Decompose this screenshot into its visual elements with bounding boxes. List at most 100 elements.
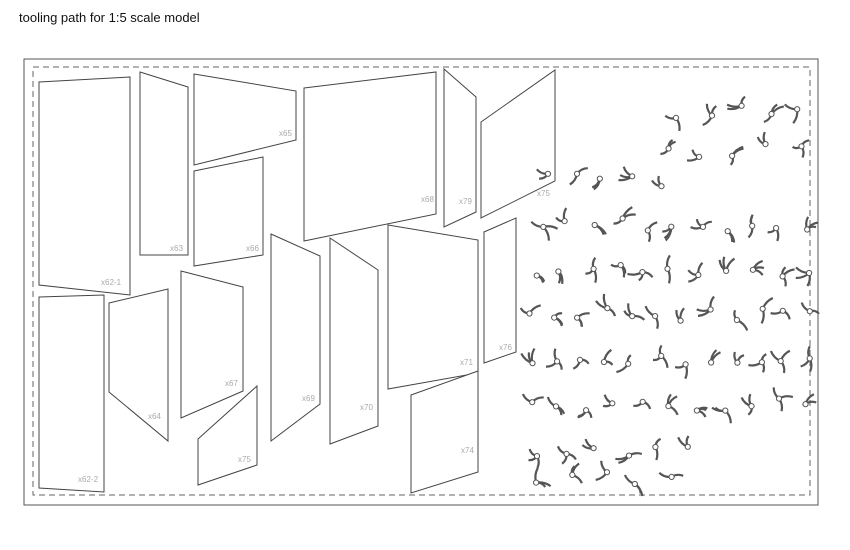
connector-hub — [604, 305, 611, 312]
connector-hub — [806, 308, 813, 315]
connector-node — [708, 349, 721, 366]
piece-p13[interactable]: x75 — [480, 69, 556, 219]
connector-hub — [658, 352, 665, 359]
piece-p4[interactable]: x65 — [193, 73, 297, 166]
connector-node — [763, 103, 785, 123]
connector-node — [545, 348, 563, 370]
connector-hub — [723, 267, 730, 274]
piece-p8[interactable]: x75 — [197, 384, 258, 486]
piece-p7[interactable]: x67 — [180, 270, 244, 419]
connector-node — [756, 131, 769, 148]
connector-hub — [708, 359, 715, 366]
connector-hub — [569, 471, 576, 478]
connector-node — [800, 302, 820, 315]
connector-hub — [749, 222, 756, 229]
connector-hub — [733, 316, 741, 324]
connector-node — [528, 448, 541, 469]
connector-hub — [629, 173, 636, 180]
piece-label: x65 — [279, 129, 292, 138]
piece-p5[interactable]: x66 — [193, 156, 264, 267]
page-title: tooling path for 1:5 scale model — [19, 10, 200, 25]
connector-node — [627, 269, 654, 282]
connector-hub — [665, 145, 672, 152]
piece-p15[interactable]: x76 — [483, 217, 517, 364]
connector-hub — [664, 265, 671, 272]
piece-label: x79 — [459, 197, 472, 206]
connector-node — [674, 361, 689, 380]
connector-hub — [526, 310, 533, 317]
connector-hub — [708, 112, 716, 119]
connector-node — [595, 460, 611, 481]
connector-node — [729, 145, 744, 166]
connector-hub — [724, 228, 731, 235]
connector-node — [602, 394, 616, 408]
connector-hub — [600, 358, 608, 366]
connector-hub — [738, 102, 745, 109]
piece-p10[interactable]: x69 — [270, 233, 321, 443]
connector-hub — [806, 269, 813, 277]
connector-hub — [554, 358, 561, 365]
connector-hub — [758, 359, 766, 366]
piece-p1[interactable]: x62-1 — [38, 76, 131, 296]
connector-node — [633, 398, 652, 410]
connector-node — [767, 225, 780, 242]
connector-node — [783, 103, 801, 124]
connector-hub — [574, 314, 581, 321]
piece-label: x70 — [360, 403, 373, 412]
piece-p12[interactable]: x79 — [443, 67, 477, 228]
piece-p11[interactable]: x70 — [329, 237, 379, 445]
connector-node — [759, 297, 774, 324]
piece-p2[interactable]: x62-2 — [38, 294, 105, 493]
connector-hub — [806, 355, 813, 362]
piece-p6[interactable]: x64 — [108, 288, 169, 443]
connector-node — [595, 293, 617, 317]
connector-node — [652, 437, 662, 461]
connector-node — [770, 307, 791, 320]
piece-label: x64 — [148, 412, 161, 421]
connector-node — [615, 452, 643, 464]
connector-node — [726, 95, 746, 111]
connector-hub — [625, 360, 632, 367]
connector-hub — [573, 170, 581, 177]
connector-hub — [768, 110, 775, 118]
piece-label: x68 — [421, 195, 434, 204]
piece-p16[interactable]: x74 — [410, 370, 479, 494]
piece-p14[interactable]: x71 — [387, 224, 479, 390]
connector-hub — [552, 403, 560, 410]
connector-hub — [779, 307, 786, 314]
piece-p9[interactable]: x68 — [303, 71, 437, 242]
connector-hub — [644, 227, 651, 234]
connector-node — [662, 223, 675, 242]
connector-node — [591, 175, 603, 191]
connector-hub — [677, 317, 684, 324]
connector-hub — [665, 403, 672, 410]
connector-hub — [555, 268, 562, 275]
connector-hub — [748, 403, 755, 410]
connector-hub — [652, 313, 659, 320]
piece-label: x75 — [537, 189, 550, 198]
connector-hub — [529, 360, 536, 367]
connector-node — [519, 304, 541, 317]
connector-hub — [540, 223, 547, 230]
connector-hub — [762, 141, 769, 148]
connector-node — [577, 407, 593, 419]
connector-node — [530, 220, 559, 241]
piece-label: x71 — [460, 358, 473, 367]
connector-node — [772, 387, 794, 412]
connector-node — [610, 262, 627, 278]
connector-node — [644, 305, 659, 329]
connector-hub — [775, 395, 783, 402]
connector-node — [740, 393, 755, 416]
piece-p3[interactable]: x63 — [139, 71, 189, 256]
connector-hub — [631, 480, 638, 488]
connector-node — [733, 351, 745, 366]
connector-hub — [583, 407, 590, 414]
connector-hub — [696, 153, 703, 160]
connector-hub — [668, 223, 675, 230]
connector-hub — [802, 401, 809, 408]
connector-node — [675, 307, 685, 324]
connector-node — [535, 168, 552, 180]
connector-hub — [590, 265, 597, 272]
connector-node — [572, 356, 590, 370]
connector-node — [623, 474, 644, 497]
